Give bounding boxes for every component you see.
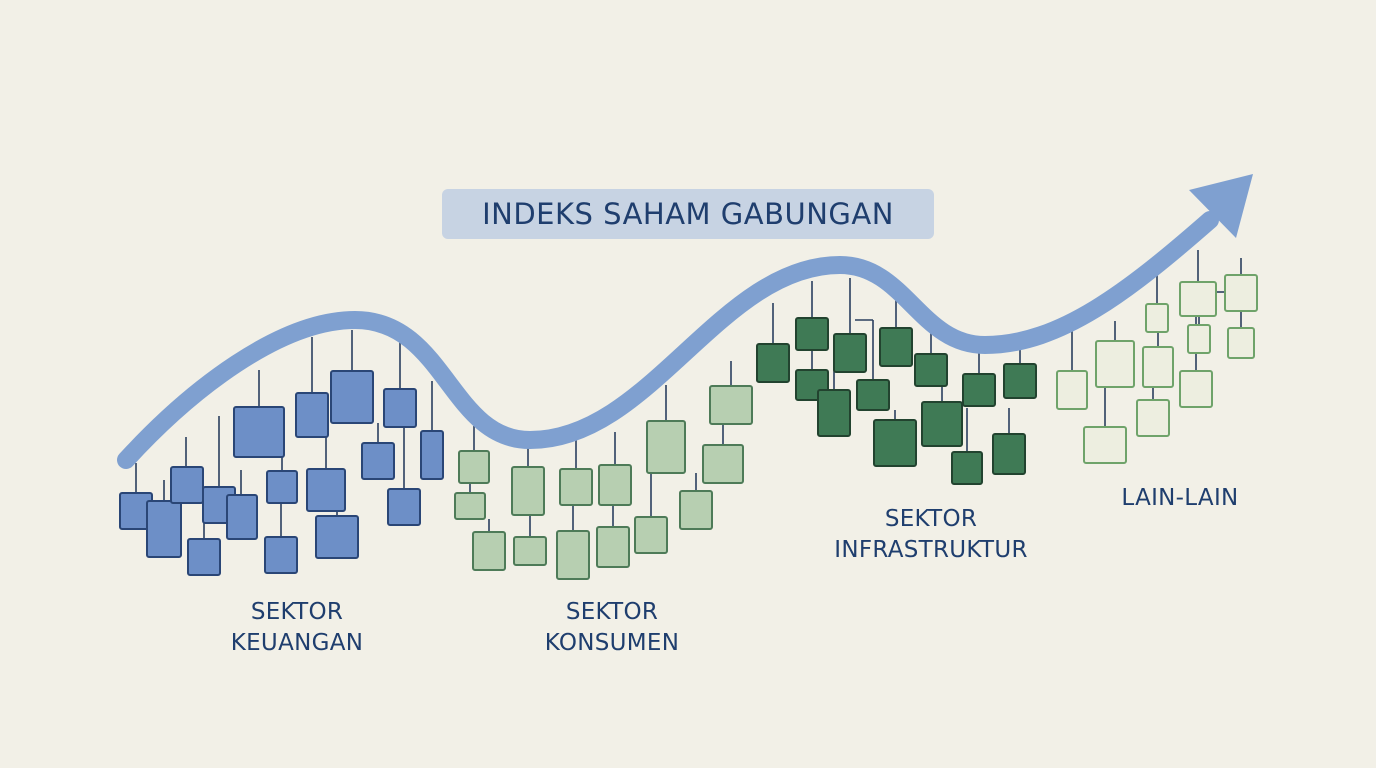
stock-box-konsumen bbox=[634, 516, 668, 554]
stock-box-lain-lain bbox=[1083, 426, 1127, 464]
stock-box-konsumen bbox=[511, 466, 545, 516]
stock-box-lain-lain bbox=[1145, 303, 1169, 333]
stock-box-keuangan bbox=[420, 430, 444, 480]
stock-box-keuangan bbox=[361, 442, 395, 480]
stock-box-konsumen bbox=[702, 444, 744, 484]
sector-label-konsumen: SEKTOR KONSUMEN bbox=[528, 597, 696, 659]
sector-label-infrastruktur: SEKTOR INFRASTRUKTUR bbox=[816, 504, 1046, 566]
stock-box-infrastruktur bbox=[756, 343, 790, 383]
sector-label-line: LAIN-LAIN bbox=[1121, 485, 1239, 511]
stock-box-infrastruktur bbox=[914, 353, 948, 387]
stock-box-keuangan bbox=[146, 500, 182, 558]
stock-box-lain-lain bbox=[1056, 370, 1088, 410]
stock-box-lain-lain bbox=[1227, 327, 1255, 359]
stock-box-keuangan bbox=[383, 388, 417, 428]
stock-box-keuangan bbox=[295, 392, 329, 438]
stock-box-infrastruktur bbox=[833, 333, 867, 373]
stock-box-konsumen bbox=[513, 536, 547, 566]
stock-box-konsumen bbox=[596, 526, 630, 568]
stock-box-lain-lain bbox=[1142, 346, 1174, 388]
stock-box-konsumen bbox=[709, 385, 753, 425]
stock-box-keuangan bbox=[330, 370, 374, 424]
sector-label-line: SEKTOR bbox=[884, 506, 978, 532]
stock-box-lain-lain bbox=[1179, 370, 1213, 408]
stock-box-konsumen bbox=[472, 531, 506, 571]
stock-box-infrastruktur bbox=[1003, 363, 1037, 399]
stock-box-konsumen bbox=[559, 468, 593, 506]
stock-box-keuangan bbox=[170, 466, 204, 504]
sector-label-line: INFRASTRUKTUR bbox=[834, 537, 1028, 563]
stock-box-lain-lain bbox=[1224, 274, 1258, 312]
stock-box-keuangan bbox=[226, 494, 258, 540]
sector-label-line: SEKTOR bbox=[565, 599, 659, 625]
stock-box-konsumen bbox=[454, 492, 486, 520]
stock-box-lain-lain bbox=[1187, 324, 1211, 354]
stock-box-keuangan bbox=[306, 468, 346, 512]
stock-box-konsumen bbox=[646, 420, 686, 474]
stock-box-infrastruktur bbox=[873, 419, 917, 467]
stock-box-konsumen bbox=[598, 464, 632, 506]
stock-box-lain-lain bbox=[1095, 340, 1135, 388]
stock-box-infrastruktur bbox=[951, 451, 983, 485]
sector-label-keuangan: SEKTOR KEUANGAN bbox=[217, 597, 377, 659]
stock-box-infrastruktur bbox=[817, 389, 851, 437]
trend-arrowhead-icon bbox=[1189, 174, 1253, 238]
stock-box-konsumen bbox=[556, 530, 590, 580]
stock-box-keuangan bbox=[266, 470, 298, 504]
stock-box-infrastruktur bbox=[921, 401, 963, 447]
stock-box-konsumen bbox=[458, 450, 490, 484]
sector-label-line: SEKTOR bbox=[250, 599, 344, 625]
sector-label-line: KONSUMEN bbox=[544, 630, 680, 656]
stock-box-keuangan bbox=[233, 406, 285, 458]
stock-box-keuangan bbox=[187, 538, 221, 576]
stock-box-infrastruktur bbox=[962, 373, 996, 407]
stock-box-keuangan bbox=[264, 536, 298, 574]
stock-boxes bbox=[119, 274, 1258, 580]
index-title: INDEKS SAHAM GABUNGAN bbox=[482, 197, 894, 231]
stock-box-keuangan bbox=[315, 515, 359, 559]
stock-box-keuangan bbox=[387, 488, 421, 526]
connector-lines bbox=[135, 250, 1242, 539]
sector-label-line: KEUANGAN bbox=[230, 630, 364, 656]
stock-box-konsumen bbox=[679, 490, 713, 530]
stock-box-infrastruktur bbox=[992, 433, 1026, 475]
index-trend-line bbox=[117, 211, 1219, 469]
stock-box-infrastruktur bbox=[795, 317, 829, 351]
stock-box-infrastruktur bbox=[879, 327, 913, 367]
stock-box-lain-lain bbox=[1136, 399, 1170, 437]
stock-box-lain-lain bbox=[1179, 281, 1217, 317]
sector-label-lain-lain: LAIN-LAIN bbox=[1102, 483, 1258, 514]
stock-box-infrastruktur bbox=[856, 379, 890, 411]
index-title-box: INDEKS SAHAM GABUNGAN bbox=[442, 189, 934, 239]
